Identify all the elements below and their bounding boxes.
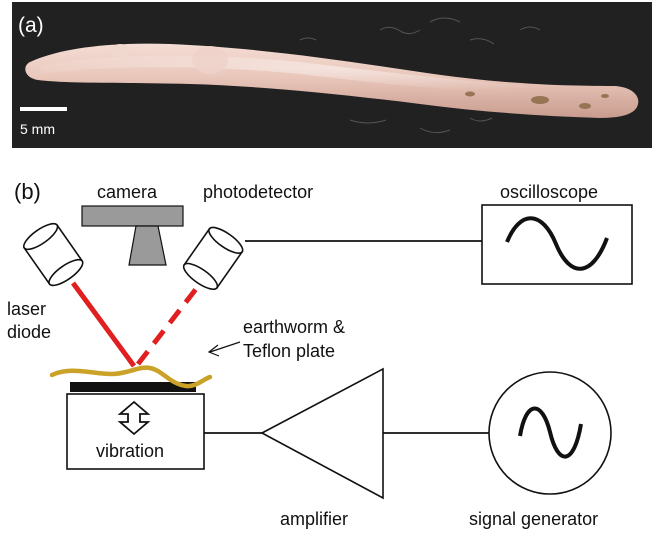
signal-generator-label: signal generator <box>469 509 598 529</box>
signal-generator-sine-wave <box>518 406 583 459</box>
amplifier-label: amplifier <box>280 509 348 529</box>
sample-label-line2: Teflon plate <box>243 341 335 361</box>
panel-a-photo: (a) 5 mm <box>12 2 652 148</box>
incident-beam <box>70 281 137 368</box>
camera: camera <box>81 182 184 266</box>
laser-diode-aperture <box>48 258 84 287</box>
sample-pointer-arrowhead <box>207 344 220 357</box>
laser-label-line1: laser <box>7 299 46 319</box>
laser-diode-top <box>22 222 59 251</box>
signal-generator: signal generator <box>469 371 612 529</box>
vibration-exciter: vibration <box>66 393 205 470</box>
earthworm-shine <box>40 55 620 98</box>
sample-pointer-arrow <box>209 341 241 353</box>
camera-body <box>81 205 184 227</box>
photodetector-label: photodetector <box>203 182 313 202</box>
laser-diode <box>22 222 84 287</box>
vibration-double-arrow-icon <box>117 400 151 436</box>
oscilloscope: oscilloscope <box>481 182 633 285</box>
scale-bar-label: 5 mm <box>20 121 55 137</box>
panel-a-label: (a) <box>18 14 44 37</box>
teflon-plate <box>70 382 196 392</box>
earthworm-schematic <box>49 365 213 389</box>
oscilloscope-label: oscilloscope <box>500 182 598 202</box>
camera-lens <box>128 225 167 266</box>
soil-specks <box>465 91 609 109</box>
oscilloscope-sine-wave <box>505 216 609 271</box>
vibration-label: vibration <box>96 441 164 461</box>
panel-b-label: (b) <box>14 179 41 204</box>
body-bump <box>111 44 129 56</box>
photodetector <box>182 226 244 291</box>
photodetector-aperture <box>182 262 219 291</box>
clitellum <box>192 46 228 74</box>
sample-label-line1: earthworm & <box>243 317 345 337</box>
water-reflections <box>299 17 541 134</box>
amplifier-triangle <box>260 367 384 500</box>
laser-label-line2: diode <box>7 322 51 342</box>
scale-bar <box>20 107 67 111</box>
photodetector-top <box>208 226 244 254</box>
camera-label: camera <box>97 182 158 202</box>
reflected-beam <box>136 287 198 366</box>
